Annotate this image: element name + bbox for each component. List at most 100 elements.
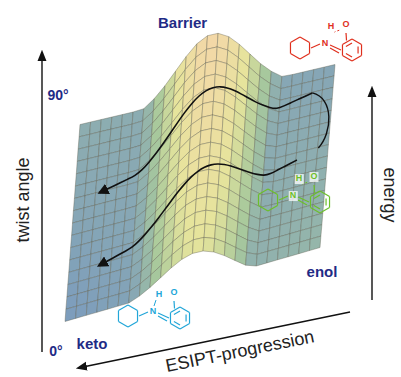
- mesh-cell: [247, 240, 259, 254]
- barrier-label: Barrier: [158, 14, 208, 31]
- bond: [180, 324, 190, 330]
- bond: [361, 45, 362, 56]
- bond: [290, 37, 300, 43]
- mesh-cell: [97, 297, 109, 312]
- bond: [357, 47, 358, 54]
- bond: [300, 54, 310, 60]
- atom-label: O: [309, 172, 318, 182]
- mesh-cell: [267, 121, 279, 135]
- energy-axis-arrow: [371, 88, 372, 300]
- bond: [258, 189, 268, 195]
- mesh-cell: [265, 145, 277, 158]
- bond: [189, 313, 190, 324]
- bond: [137, 311, 138, 322]
- bond: [268, 189, 278, 195]
- bond: [277, 195, 278, 206]
- bond: [174, 311, 180, 315]
- barrier-label-box: Barrier: [153, 12, 213, 33]
- bond: [330, 48, 339, 53]
- reaction-path: [100, 87, 313, 193]
- mesh-cell: [193, 237, 205, 253]
- axis-label: 0°: [49, 344, 62, 359]
- bond: [346, 43, 352, 47]
- mesh-cell: [267, 248, 279, 263]
- atom-label: H: [295, 174, 304, 184]
- reaction-path-hook: [312, 93, 329, 148]
- mesh-cell: [171, 246, 183, 268]
- mesh-cell: [205, 210, 217, 225]
- bond: [345, 33, 347, 41]
- bond: [268, 206, 278, 212]
- axis-label: enol: [307, 264, 338, 281]
- bond: [158, 316, 167, 321]
- bond: [298, 200, 307, 205]
- mesh-cell: [210, 142, 222, 158]
- bond: [180, 307, 190, 313]
- atom-label: O: [341, 20, 350, 30]
- bond: [170, 313, 171, 324]
- mesh-cell: [264, 158, 276, 170]
- mesh-cell: [204, 224, 216, 239]
- axis-label: twist angle: [14, 157, 34, 242]
- bond: [128, 305, 138, 311]
- hydrogen-bond: [154, 300, 156, 306]
- bond: [118, 311, 119, 322]
- mesh-cell: [246, 253, 258, 266]
- atom-label: O: [169, 288, 178, 298]
- molecule: [118, 300, 189, 329]
- bond: [300, 37, 310, 43]
- axis-label: keto: [77, 336, 108, 353]
- atom-label: N: [289, 191, 298, 201]
- mesh-cell: [86, 300, 98, 315]
- mesh-cell: [208, 169, 220, 184]
- mesh-cell: [203, 237, 215, 252]
- bond: [320, 208, 330, 214]
- atom-label: H: [327, 22, 336, 32]
- mesh-cell: [161, 255, 173, 278]
- atom-label: N: [149, 307, 158, 317]
- bond: [174, 322, 180, 326]
- bond: [352, 39, 362, 45]
- mesh-cell: [129, 284, 141, 303]
- molecule: [258, 182, 329, 213]
- bond: [314, 195, 320, 199]
- reaction-path: [99, 160, 297, 266]
- axis-label: energy: [379, 167, 399, 222]
- bond: [139, 312, 148, 316]
- axis-label: 90°: [47, 88, 68, 103]
- bond: [290, 43, 291, 54]
- mesh-cell: [213, 101, 225, 117]
- mesh-cell: [224, 242, 236, 260]
- mesh-surface: [65, 33, 335, 321]
- molecule-structures: [118, 30, 361, 329]
- mesh-cell: [256, 251, 268, 266]
- mesh-cell: [211, 129, 223, 145]
- bond: [352, 56, 362, 62]
- bond: [329, 197, 330, 208]
- bond: [311, 44, 320, 48]
- mesh-cell: [139, 275, 151, 296]
- bond: [185, 315, 186, 322]
- bond: [313, 185, 315, 193]
- bond: [346, 54, 352, 58]
- bond: [128, 322, 138, 328]
- bond: [258, 206, 268, 212]
- mesh-cell: [65, 306, 77, 321]
- mesh-cell: [212, 115, 224, 131]
- bond: [320, 191, 330, 197]
- mesh-cell: [262, 182, 274, 195]
- mesh-cell: [182, 240, 194, 259]
- mesh-cell: [278, 245, 290, 260]
- atom-label: H: [155, 290, 164, 300]
- bond: [310, 197, 311, 208]
- molecule: [290, 30, 361, 61]
- mesh-cell: [214, 239, 226, 256]
- twist-axis-arrow: [41, 52, 42, 352]
- mesh-cell: [266, 133, 278, 147]
- bond: [309, 43, 310, 54]
- bond: [118, 322, 128, 328]
- mesh-cell: [309, 236, 321, 251]
- bond: [118, 305, 128, 311]
